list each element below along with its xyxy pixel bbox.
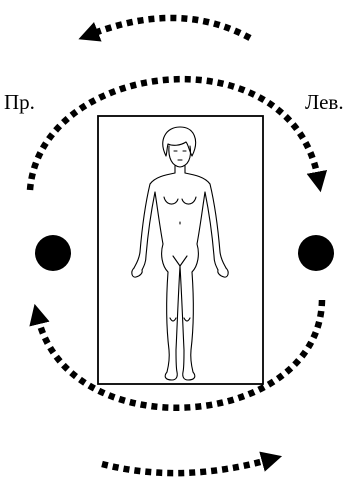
bottom-outer-arrow-icon [102,460,268,473]
right-dot-icon [35,235,71,271]
top-outer-arrow-icon [92,18,250,38]
figure-frame [98,116,263,384]
label-right: Пр. [4,92,35,113]
label-left: Лев. [305,92,344,113]
left-dot-icon [298,235,334,271]
